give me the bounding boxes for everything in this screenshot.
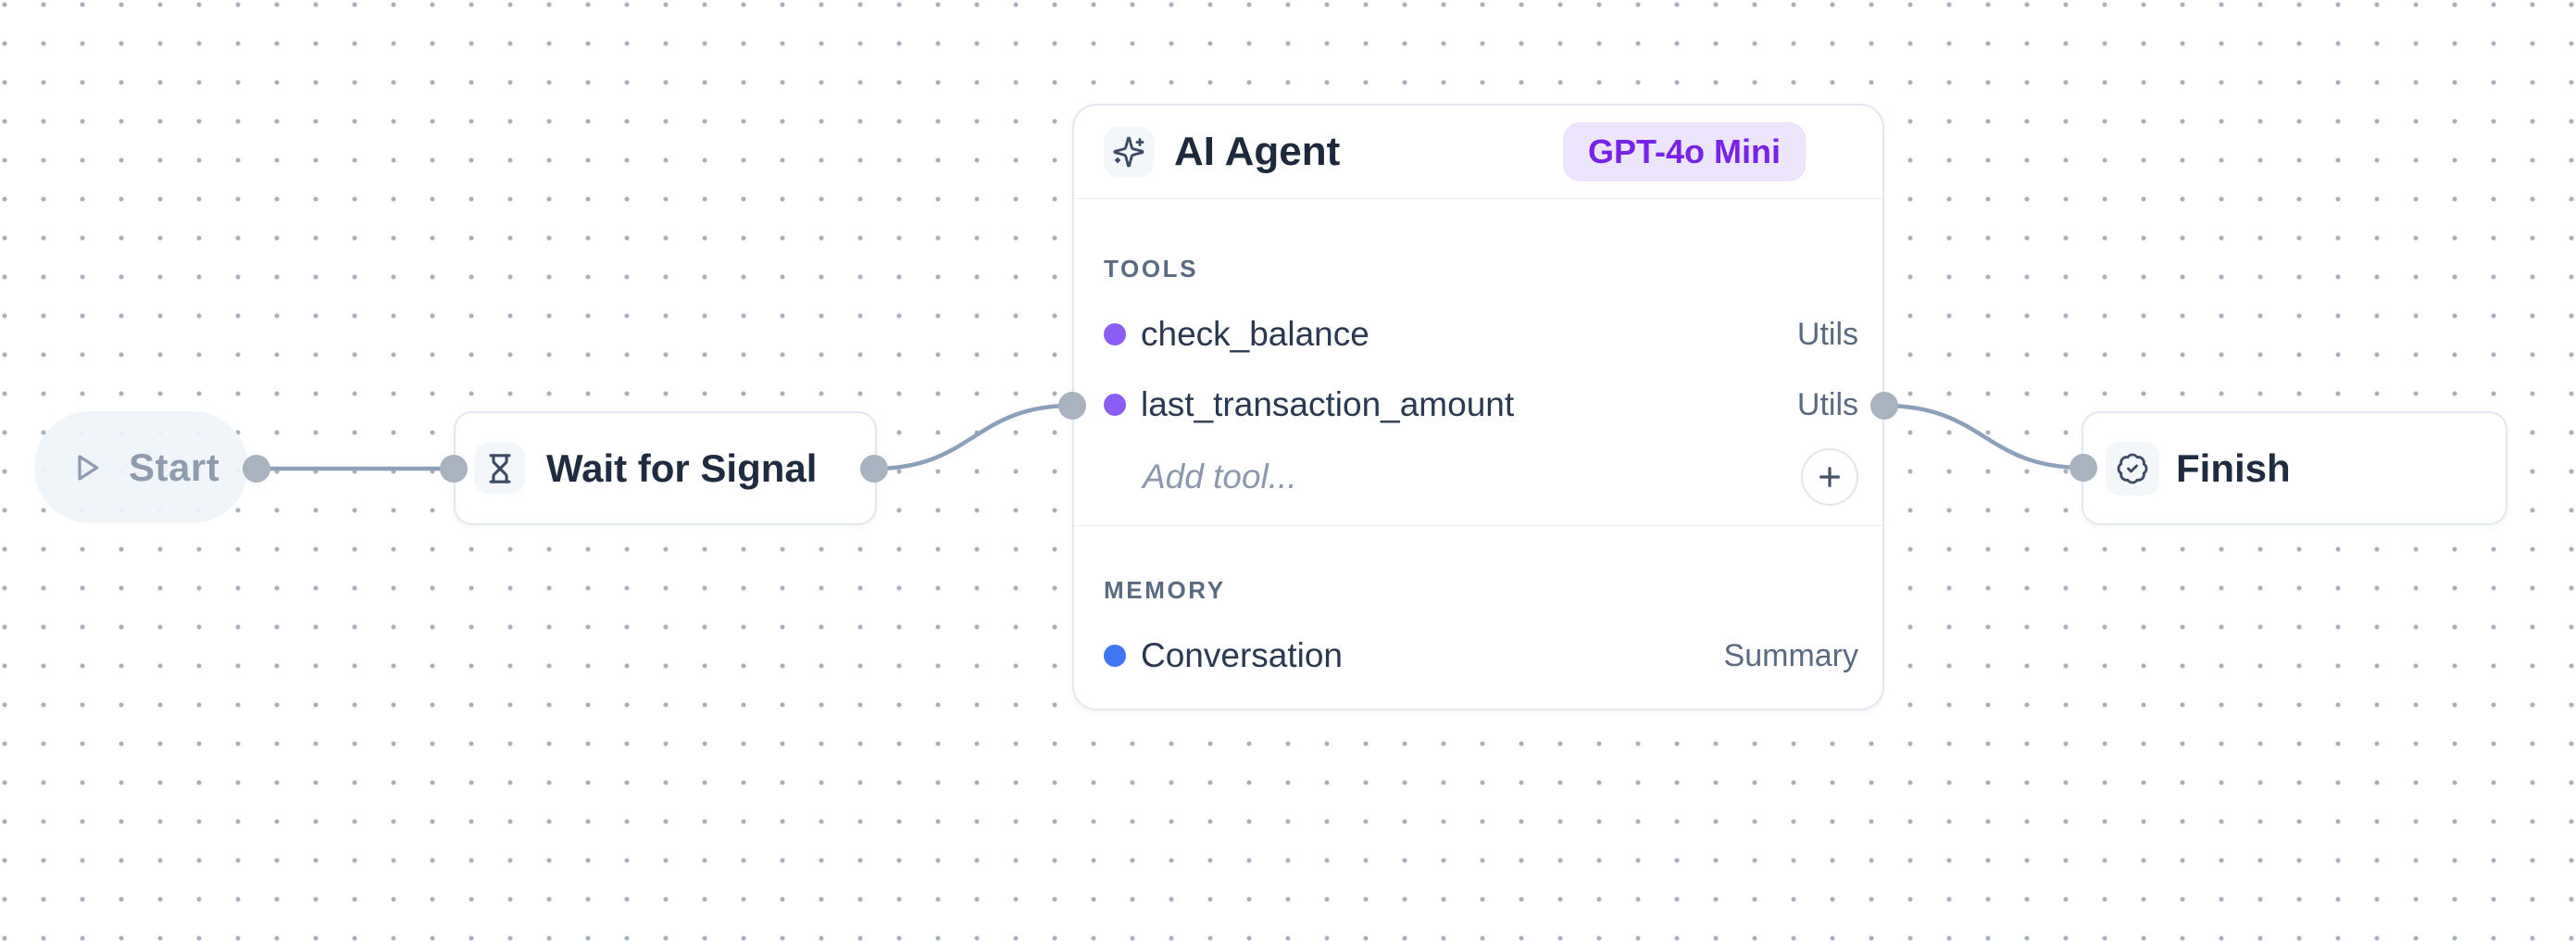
memory-tag: Summary (1723, 637, 1858, 673)
node-start[interactable]: Start (34, 411, 248, 523)
sparkles-icon (1104, 127, 1154, 177)
memory-section: MEMORY Conversation Summary (1074, 526, 1882, 691)
tools-section-label: TOOLS (1104, 255, 1199, 282)
node-start-label: Start (129, 445, 220, 489)
memory-name: Conversation (1141, 636, 1344, 674)
tool-name: check_balance (1141, 315, 1369, 353)
ai-agent-title: AI Agent (1174, 129, 1341, 174)
edge-wait-to-agent[interactable] (871, 403, 1075, 471)
node-ai-agent[interactable]: AI Agent GPT-4o Mini TOOLS check_balance… (1072, 104, 1884, 710)
node-wait-for-signal[interactable]: Wait for Signal (454, 411, 877, 525)
header-divider (1074, 198, 1882, 199)
add-tool-input[interactable]: Add tool... (1143, 458, 1297, 496)
ai-agent-header: AI Agent GPT-4o Mini (1074, 106, 1882, 198)
edge-agent-to-finish[interactable] (1882, 403, 2086, 470)
node-finish[interactable]: Finish (2082, 411, 2507, 525)
tool-row[interactable]: check_balance Utils (1104, 299, 1858, 370)
tools-section: TOOLS check_balance Utils last_transacti… (1074, 199, 1882, 514)
node-wait-label: Wait for Signal (546, 445, 818, 490)
tool-dot-icon (1104, 394, 1126, 416)
hourglass-icon (474, 443, 525, 494)
badge-check-icon (2106, 441, 2159, 496)
memory-divider (1074, 525, 1882, 526)
add-tool-button[interactable] (1801, 448, 1858, 506)
play-icon (72, 452, 102, 483)
tool-dot-icon (1104, 323, 1126, 345)
memory-row[interactable]: Conversation Summary (1104, 621, 1858, 691)
tool-tag: Utils (1796, 386, 1858, 422)
plus-icon (1815, 462, 1844, 492)
tool-name: last_transaction_amount (1141, 385, 1515, 423)
memory-dot-icon (1104, 645, 1126, 667)
model-badge[interactable]: GPT-4o Mini (1562, 122, 1806, 182)
memory-section-label: MEMORY (1104, 576, 1226, 604)
add-tool-row: Add tool... (1143, 440, 1858, 514)
tool-tag: Utils (1796, 316, 1858, 352)
node-finish-label: Finish (2176, 445, 2291, 490)
tool-row[interactable]: last_transaction_amount Utils (1104, 370, 1858, 440)
